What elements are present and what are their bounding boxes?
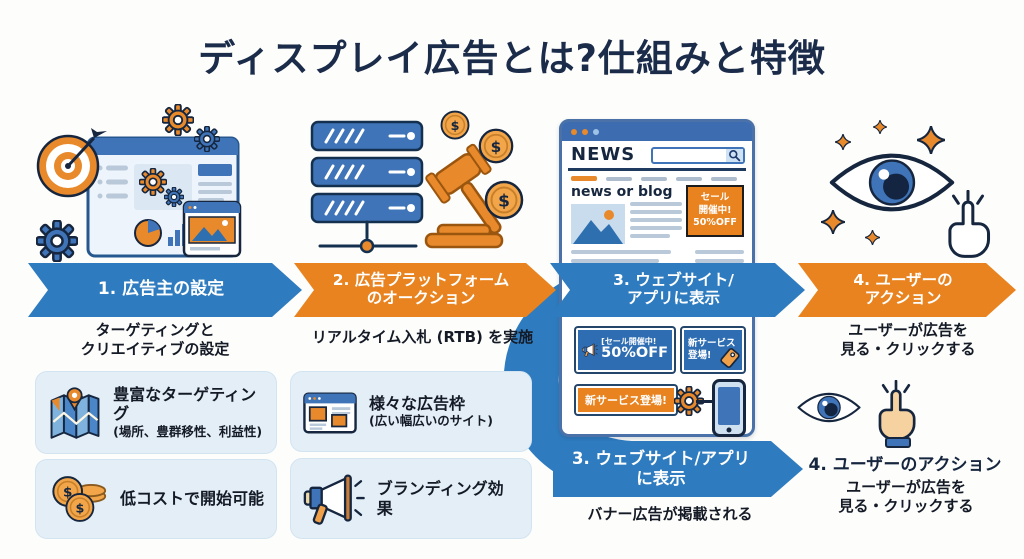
- gear-icon: [164, 187, 184, 207]
- flow-step-3-label: 3. ウェブサイト/ アプリに表示: [613, 271, 734, 307]
- header-divider: [568, 168, 746, 171]
- article-text-lines: [571, 250, 744, 263]
- flow-step-1-arrow: 1. 広告主の設定: [28, 263, 302, 317]
- lower-flow-step-3-subtitle: バナー広告が掲載される: [587, 505, 753, 523]
- search-bar: [651, 147, 745, 164]
- feature-title: 豊富なターゲティング: [113, 385, 257, 424]
- article-heading: news or blog: [571, 184, 673, 200]
- flow-step-2-subtitle: リアルタイム入札 (RTB) を実施: [311, 328, 534, 346]
- auction-illustration: [310, 110, 524, 254]
- feature-subtitle: (場所、豊群移性、利益性): [113, 423, 263, 439]
- coins-icon: [52, 476, 107, 522]
- advertiser-setup-illustration: [36, 104, 242, 262]
- sidebar-list-lines: [97, 165, 128, 199]
- megaphone-icon: [582, 343, 599, 357]
- nav-item: [711, 177, 737, 181]
- target-icon: [36, 128, 107, 198]
- flow-step-4-label: 4. ユーザーの アクション: [853, 271, 953, 307]
- window-dot-icon: [582, 128, 588, 135]
- sidebar-ad: セール 開催中! 50%OFF: [686, 185, 744, 237]
- mountain-image-icon: [573, 210, 623, 244]
- feature-box-ad-slots: 様々な広告枠 (広い幅広いのサイト): [290, 371, 532, 452]
- nav-item: [676, 177, 702, 181]
- feature-subtitle: (広い幅広いのサイト): [369, 412, 493, 428]
- site-logo: NEWS: [571, 144, 636, 165]
- eye-icon: [797, 392, 861, 423]
- feature-box-branding: ブランディング効果: [290, 458, 532, 539]
- eye-icon: [832, 156, 952, 210]
- flow-step-4-subtitle: ユーザーが広告を 見る・クリックする: [840, 321, 976, 358]
- lower-flow-step-4-title: 4. ユーザーのアクション: [808, 455, 1002, 475]
- flow-step-1-label: 1. 広告主の設定: [97, 279, 225, 300]
- flow-step-3-arrow: 3. ウェブサイト/ アプリに表示: [550, 263, 805, 317]
- page-title: ディスプレイ広告とは?仕組みと特徴: [198, 37, 826, 80]
- hand-cursor-icon: [948, 190, 991, 258]
- location-pin-icon: [65, 386, 84, 411]
- server-stack-icon: [310, 120, 424, 254]
- flow-step-1-subtitle: ターゲティングと クリエイティブの設定: [80, 321, 230, 358]
- gear-icon: [162, 104, 194, 136]
- article-image: [571, 204, 625, 244]
- flow-step-2-label: 2. 広告プラットフォーム のオークション: [332, 271, 510, 307]
- network-node: [359, 238, 375, 254]
- lower-flow-step-3-label: 3. ウェブサイト/アプリ に表示: [571, 449, 751, 488]
- browser-topbar: [562, 122, 752, 141]
- sale-ad-line2: 50%OFF: [601, 345, 668, 362]
- gear-icon: [36, 220, 78, 262]
- ad-to-phone-connector: [696, 400, 716, 403]
- tag-icon: [720, 348, 740, 368]
- lower-flow-step-4-subtitle: ユーザーが広告を 見る・クリックする: [838, 478, 974, 515]
- hand-cursor-icon: [878, 380, 916, 441]
- smartphone-icon: [712, 379, 746, 437]
- hand-cuff: [885, 437, 911, 448]
- feature-title: 様々な広告枠: [369, 393, 466, 413]
- nav-item: [641, 177, 667, 181]
- feature-box-targeting: 豊富なターゲティング (場所、豊群移性、利益性): [35, 371, 277, 454]
- user-action-illustration: [797, 380, 916, 448]
- nav-item: [606, 177, 632, 181]
- lower-flow-step-3-arrow: 3. ウェブサイト/アプリ に表示: [553, 441, 803, 497]
- new-service-ad-text: 新サービス 登場!: [688, 338, 736, 361]
- window-dot-icon: [571, 128, 577, 135]
- user-attention-illustration: [821, 120, 991, 258]
- article-text-lines: [630, 202, 682, 238]
- browser-ad-icon: [303, 391, 357, 433]
- map-icon: [50, 386, 100, 439]
- gear-icon: [194, 126, 220, 152]
- feature-box-low-cost: 低コストで開始可能: [35, 459, 277, 539]
- megaphone-icon: [303, 473, 365, 525]
- window-dot-icon: [593, 128, 599, 135]
- gavel-icon: [424, 143, 504, 249]
- flow-step-2-arrow: 2. 広告プラットフォーム のオークション: [294, 263, 556, 317]
- search-icon: [729, 150, 741, 162]
- nav-links: [571, 176, 737, 181]
- feature-title: 低コストで開始可能: [120, 489, 265, 509]
- search-button: [726, 149, 743, 162]
- bottom-banner-ad: 新サービス登場!: [576, 386, 676, 414]
- nav-item-active: [571, 176, 597, 181]
- flow-step-4-arrow: 4. ユーザーの アクション: [798, 263, 1016, 317]
- sale-banner-ad: [セール開催中! 50%OFF: [576, 328, 674, 372]
- feature-title: ブランディング効果: [376, 479, 504, 518]
- new-service-ad: 新サービス 登場!: [682, 328, 744, 372]
- sale-ad-line1: [セール開催中!: [601, 336, 657, 346]
- gear-icon: [139, 168, 167, 196]
